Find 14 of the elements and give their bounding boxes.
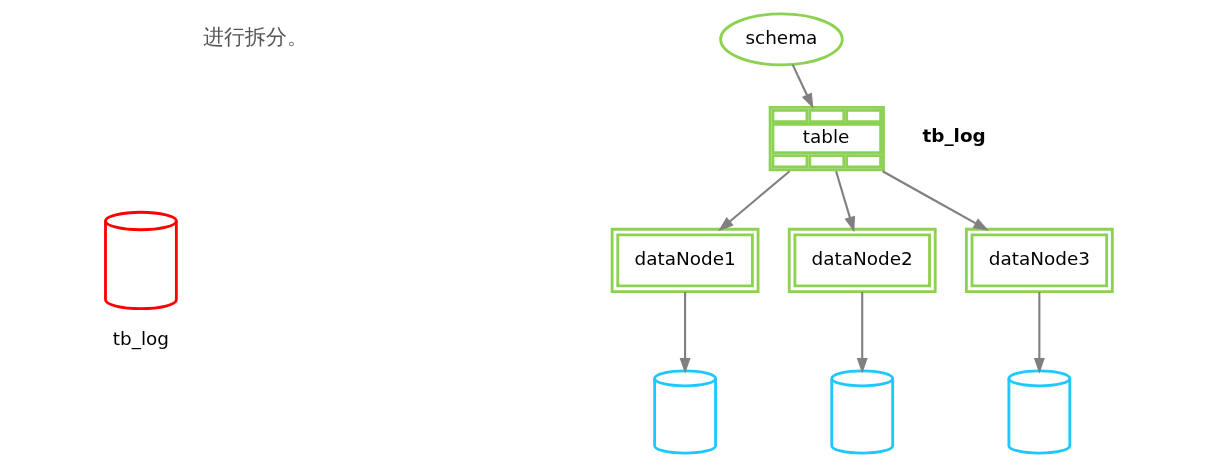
arrow (718, 170, 791, 232)
node-label: tb_log (112, 327, 170, 349)
label: 进行拆分。 (203, 24, 309, 50)
arrow (856, 291, 868, 374)
node-box: dataNode3 (964, 227, 1114, 293)
arrow (835, 170, 856, 233)
arrow (882, 170, 989, 231)
node-box: dataNode2 (787, 227, 937, 293)
arrow (791, 64, 814, 109)
arrow (1033, 291, 1045, 374)
arrow (679, 291, 691, 374)
node-ellipse: schema (719, 12, 844, 67)
node-label: tb_log (922, 124, 986, 146)
node-box: dataNode1 (610, 227, 760, 293)
